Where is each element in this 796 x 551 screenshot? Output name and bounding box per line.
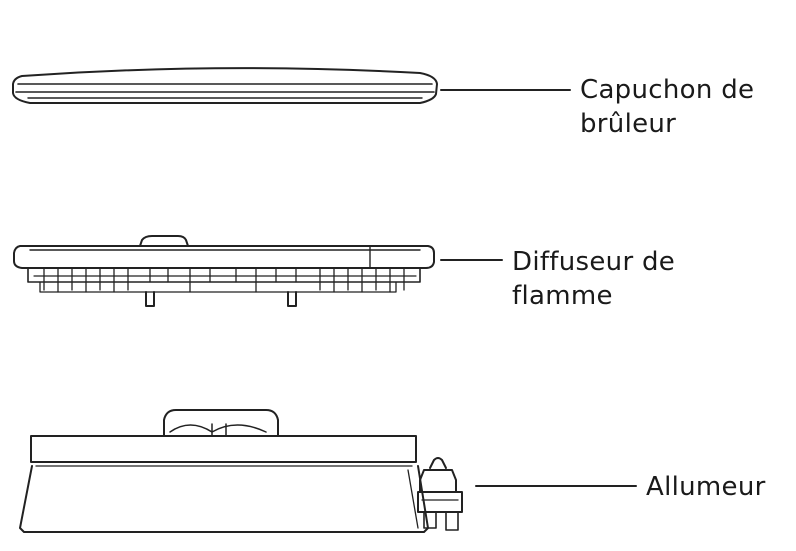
igniter-label-line1: Allumeur (646, 472, 766, 502)
flame-diffuser-label-line2: flamme (512, 281, 613, 311)
flame-diffuser-part (13, 235, 435, 307)
flame-diffuser-label: Diffuseur de flamme (512, 245, 675, 313)
burner-cap-label-line2: brûleur (580, 109, 677, 139)
burner-cap-label: Capuchon de brûleur (580, 73, 754, 141)
burner-base-part (19, 409, 429, 533)
burner-cap-label-line1: Capuchon de (580, 75, 755, 105)
igniter-part (417, 457, 463, 531)
igniter-label: Allumeur (646, 470, 766, 504)
burner-cap-part (12, 67, 438, 104)
flame-diffuser-label-line1: Diffuseur de (512, 247, 676, 277)
